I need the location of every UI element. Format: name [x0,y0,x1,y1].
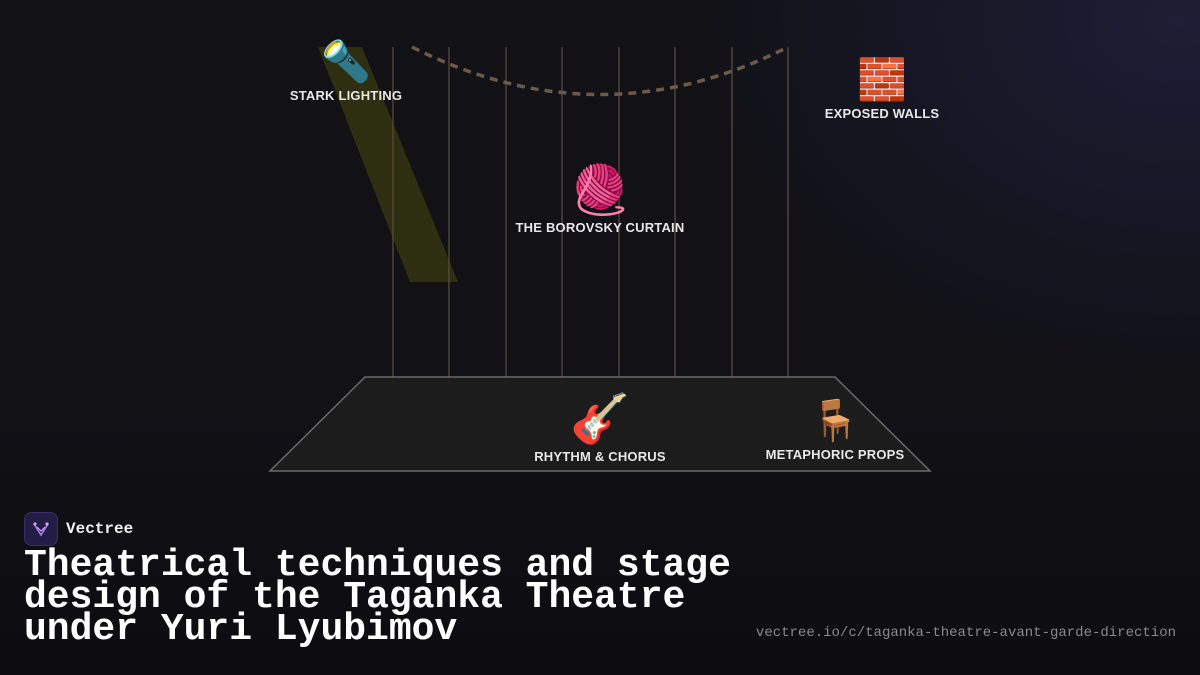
brick-wall-icon: 🧱 [857,57,907,103]
brand[interactable]: Vectree [24,512,133,546]
node-rhythm-chorus: 🎸 RHYTHM & CHORUS [534,391,666,464]
guitar-icon: 🎸 [570,391,630,447]
curtain-threads [392,47,789,377]
node-label: RHYTHM & CHORUS [534,449,666,464]
flashlight-icon: 🔦 [321,39,371,85]
node-borovsky-curtain: 🧶 THE BOROVSKY CURTAIN [516,162,685,235]
source-url[interactable]: vectree.io/c/taganka-theatre-avant-garde… [755,625,1176,641]
node-exposed-walls: 🧱 EXPOSED WALLS [825,56,940,121]
yarn-ball-icon: 🧶 [570,162,630,218]
node-label: EXPOSED WALLS [824,106,940,121]
page-title: Theatrical techniques and stage design o… [24,544,731,651]
chair-icon: 🪑 [810,398,860,444]
vectree-logo-icon [24,512,58,546]
node-metaphoric-props: 🪑 METAPHORIC PROPS [766,397,905,462]
node-label: THE BOROVSKY CURTAIN [515,220,685,235]
node-stark-lighting: 🔦 STARK LIGHTING [290,38,402,103]
spotlight-beam [318,47,458,282]
node-label: METAPHORIC PROPS [765,447,905,462]
vectree-logo-mark [33,522,49,537]
brand-name: Vectree [66,520,134,538]
curtain-rope [411,45,789,97]
node-label: STARK LIGHTING [289,88,403,103]
stage-floor [268,376,932,472]
